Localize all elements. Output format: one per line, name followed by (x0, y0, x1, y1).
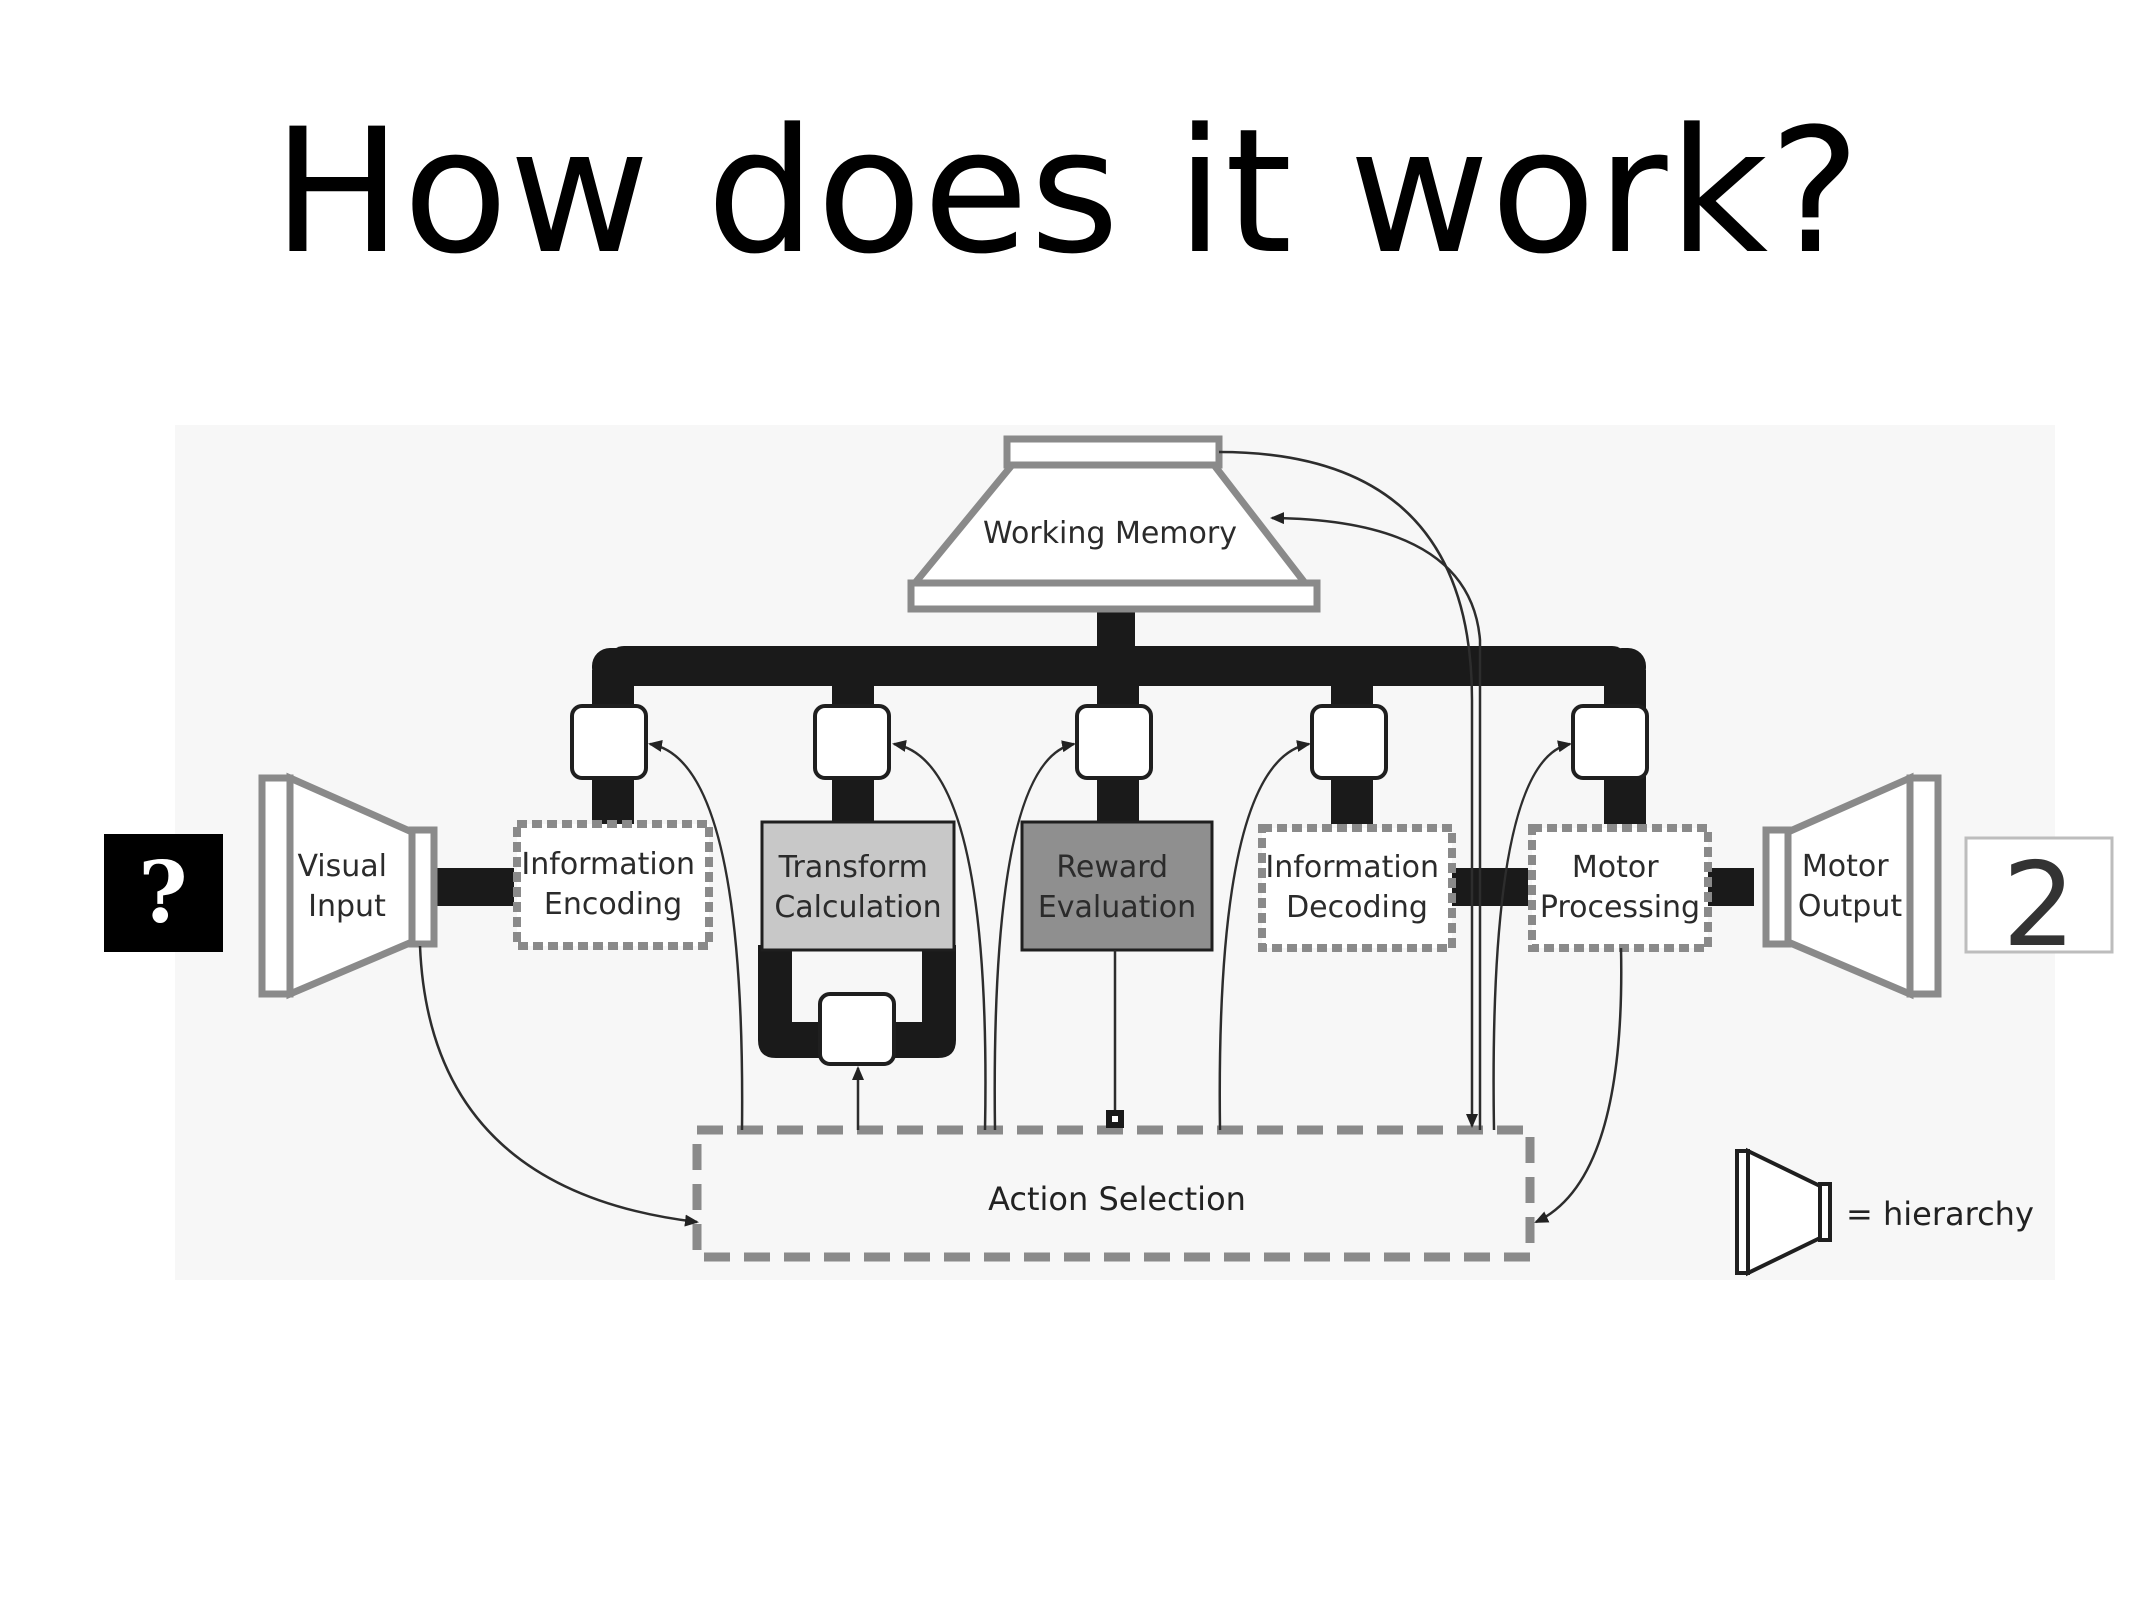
hierarchy-legend: = hierarchy (1735, 1147, 2034, 1277)
svg-text:Motor Output: Motor Output (1798, 849, 1902, 924)
svg-text:Information Decoding: Information Decoding (1265, 850, 1448, 925)
transform-calculation-line2: Calculation (774, 890, 941, 925)
input-image: ? (104, 834, 223, 952)
working-memory-label: Working Memory (983, 516, 1237, 551)
input-question-mark: ? (138, 843, 187, 942)
information-decoding-line2: Decoding (1286, 890, 1428, 925)
motor-output-label-line2: Output (1798, 889, 1902, 924)
visual-input-hierarchy: Visual Input (258, 772, 438, 1000)
svg-text:Visual Input: Visual Input (297, 849, 396, 924)
information-decoding-line1: Information (1265, 850, 1439, 885)
information-encoding-line1: Information (521, 847, 695, 882)
transform-calculation-line1: Transform (778, 850, 928, 885)
control-arrows (418, 450, 1623, 1227)
output-image: 2 (1964, 836, 2114, 973)
hierarchy-legend-label: = hierarchy (1846, 1195, 2034, 1233)
transform-calculation-module: Transform Calculation (760, 820, 956, 952)
working-memory-hierarchy: Working Memory (907, 435, 1321, 613)
visual-input-label-line1: Visual (297, 849, 387, 884)
action-selection-module: Action Selection (692, 1125, 1535, 1262)
motor-processing-line2: Processing (1540, 890, 1700, 925)
reward-evaluation-line2: Evaluation (1038, 890, 1196, 925)
motor-processing-line1: Motor (1572, 850, 1659, 885)
svg-text:Motor Processing: Motor Processing (1540, 850, 1700, 925)
visual-input-label-line2: Input (308, 889, 386, 924)
slide-title: How does it work? (272, 91, 1862, 292)
reward-evaluation-line1: Reward (1056, 850, 1168, 885)
action-selection-label: Action Selection (988, 1180, 1246, 1218)
output-digit: 2 (2002, 838, 2076, 973)
svg-text:Information Encoding: Information Encoding (521, 847, 704, 922)
motor-processing-module: Motor Processing (1528, 824, 1712, 952)
information-encoding-module: Information Encoding (513, 820, 713, 950)
information-encoding-line2: Encoding (544, 887, 682, 922)
reward-evaluation-module: Reward Evaluation (1020, 820, 1214, 952)
motor-output-hierarchy: Motor Output (1762, 772, 1942, 1000)
information-decoding-module: Information Decoding (1258, 824, 1456, 952)
bus-connectors (570, 704, 1649, 1066)
motor-output-label-line1: Motor (1802, 849, 1889, 884)
svg-text:Reward Evaluation: Reward Evaluation (1038, 850, 1196, 925)
svg-text:Transform Calculation: Transform Calculation (774, 850, 941, 925)
